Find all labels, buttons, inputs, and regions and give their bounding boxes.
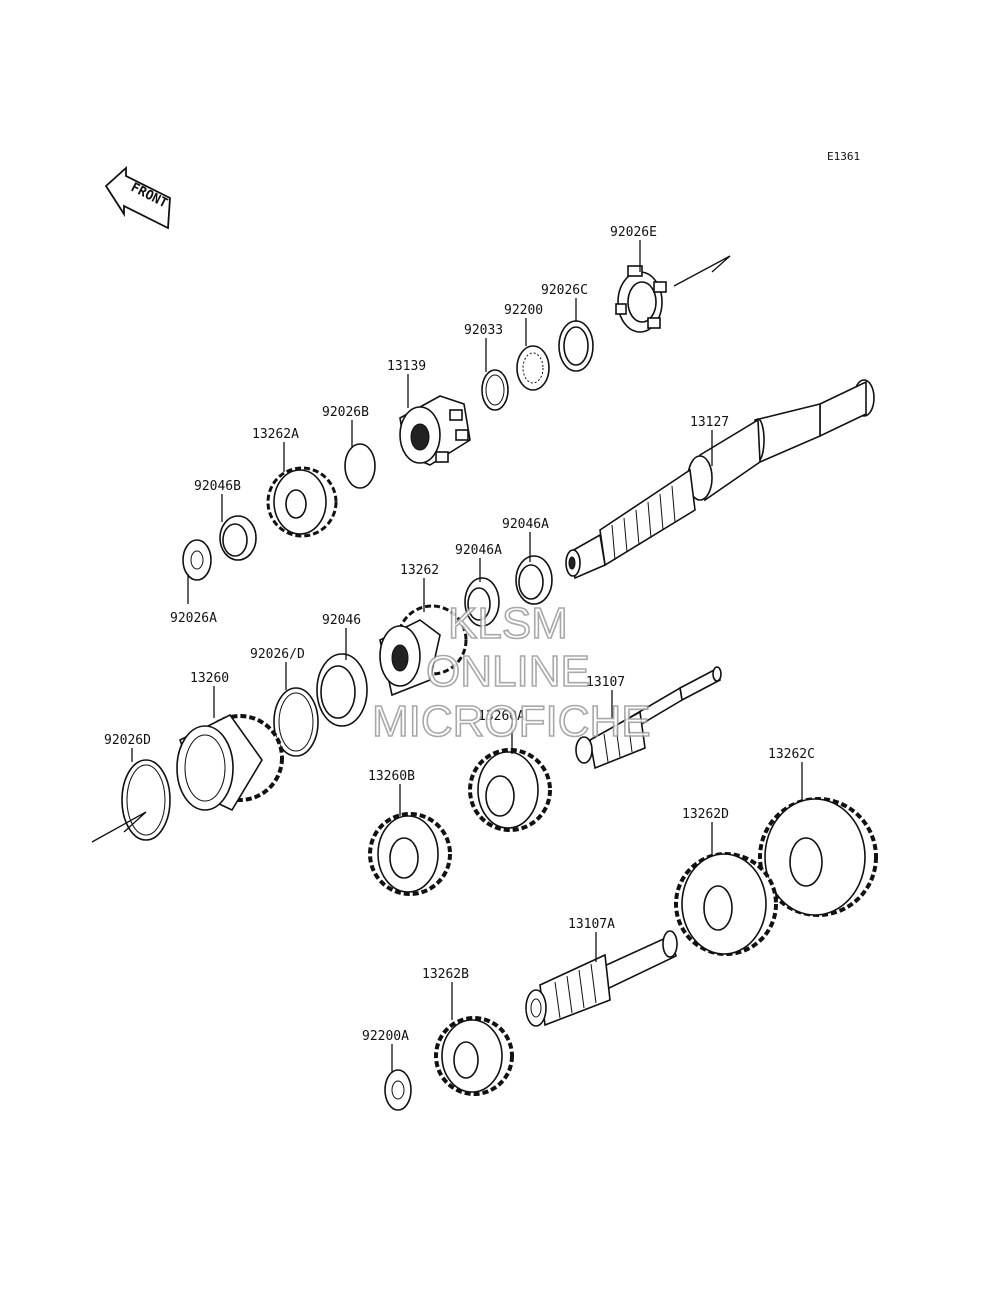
lock-washer-92026E xyxy=(615,265,667,333)
label-13260: 13260 xyxy=(190,671,229,686)
washer-92026A xyxy=(182,539,212,581)
label-13262: 13262 xyxy=(400,563,439,578)
label-92200A: 92200A xyxy=(362,1029,409,1044)
label-92033: 92033 xyxy=(464,323,503,338)
label-92026C: 92026C xyxy=(541,283,588,298)
circlip-92026C xyxy=(558,320,594,372)
label-13260B: 13260B xyxy=(368,769,415,784)
washer-92200A xyxy=(384,1069,412,1111)
watermark-line-2: ONLINE xyxy=(426,647,590,696)
label-92026A: 92026A xyxy=(170,611,217,626)
washer-92026B xyxy=(344,443,376,489)
dog-hub-13139 xyxy=(399,395,471,466)
label-13262B: 13262B xyxy=(422,967,469,982)
label-92026-slash-D: 92026/D xyxy=(250,647,305,662)
label-13262A: 13262A xyxy=(252,427,299,442)
gear-13262B xyxy=(434,1016,514,1096)
washer-92200 xyxy=(516,345,550,391)
gear-13260 xyxy=(176,713,284,812)
gear-13260A xyxy=(468,748,552,832)
shaft-13107A xyxy=(525,930,678,1027)
snap-ring-92033 xyxy=(481,369,509,411)
watermark-line-1: KLSM xyxy=(448,599,568,648)
axis-guide-lines xyxy=(91,255,731,843)
label-13262C: 13262C xyxy=(768,747,815,762)
label-13262D: 13262D xyxy=(682,807,729,822)
label-92046A-upper: 92046A xyxy=(502,517,549,532)
gear-13260B xyxy=(368,812,452,896)
gear-13262C xyxy=(758,797,878,917)
label-92026D: 92026D xyxy=(104,733,151,748)
diagram-code: E1361 xyxy=(827,150,860,163)
output-shaft-13127 xyxy=(565,379,875,580)
gear-13262D xyxy=(674,852,778,956)
front-arrow-icon: FRONT xyxy=(104,165,171,230)
ring-92026D-slash xyxy=(273,687,319,757)
gear-13262 xyxy=(379,604,468,697)
label-92046B: 92046B xyxy=(194,479,241,494)
watermark: KLSM ONLINE MICROFICHE xyxy=(371,598,651,747)
label-13260A: 13260A xyxy=(478,709,525,724)
label-92046A-lower: 92046A xyxy=(455,543,502,558)
needle-bearing-92046A-upper xyxy=(515,555,553,605)
gear-13262A xyxy=(266,466,338,538)
needle-bearing-92046B xyxy=(219,515,257,561)
label-13139: 13139 xyxy=(387,359,426,374)
label-13127: 13127 xyxy=(690,415,729,430)
input-shaft-13107 xyxy=(575,666,722,770)
needle-bearing-92046 xyxy=(316,653,368,727)
needle-bearing-92046A-lower xyxy=(464,577,500,627)
label-92046: 92046 xyxy=(322,613,361,628)
ring-92026D xyxy=(121,759,171,841)
label-92026E: 92026E xyxy=(610,225,657,240)
leader-lines xyxy=(131,240,803,1072)
label-13107A: 13107A xyxy=(568,917,615,932)
watermark-line-3: MICROFICHE xyxy=(372,697,651,746)
label-92026B: 92026B xyxy=(322,405,369,420)
label-13107: 13107 xyxy=(586,675,625,690)
label-92200: 92200 xyxy=(504,303,543,318)
